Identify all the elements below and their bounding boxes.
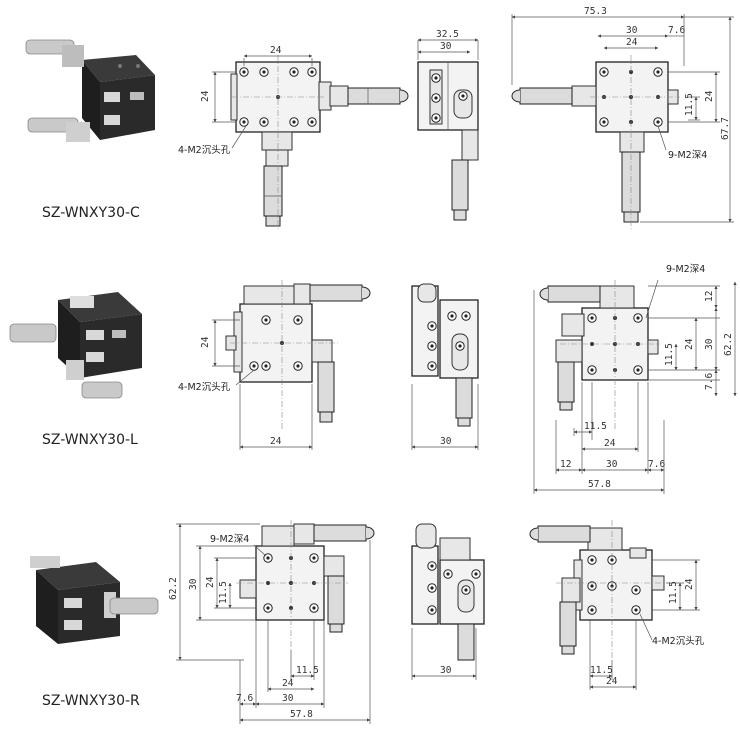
- dim-r-bottom-7-6: 7.6: [236, 693, 253, 704]
- dim-c-left-24: 24: [200, 90, 211, 102]
- model-label-c: SZ-WNXY30-C: [42, 205, 140, 221]
- dim-l-right-11-5: 11.5: [664, 343, 675, 366]
- dim-r-left-24: 24: [205, 576, 216, 588]
- dim-l-bottom-7-6: 7.6: [648, 459, 665, 470]
- dim-l-bottom-12: 12: [560, 459, 571, 470]
- callout-c-tapped: 9-M2深4: [668, 150, 707, 161]
- dim-r-side-30: 30: [440, 665, 452, 676]
- dim-l-right-62-2: 62.2: [723, 333, 734, 356]
- dim-r-bottom-11-5: 11.5: [296, 665, 319, 676]
- dim-r-bottom-24: 24: [282, 678, 294, 689]
- dim-l-right-30: 30: [704, 338, 715, 350]
- dim-l-bottom-24: 24: [270, 436, 282, 447]
- dim-l-bottom-24: 24: [604, 438, 616, 449]
- view-l-side: 30: [411, 283, 479, 450]
- dim-r-right-bottom-24: 24: [606, 676, 618, 687]
- model-label-l: SZ-WNXY30-L: [42, 432, 138, 448]
- dim-group-r-bottom: 24 11.5 4-M2沉头孔 11.5 24: [589, 559, 705, 690]
- dim-c-bottom-24: 24: [626, 37, 638, 48]
- dim-c-side-30: 30: [440, 41, 452, 52]
- dim-group-l-bottom: 9-M2深4 12 30 7.6 24 11.5 62.2 11.5 24: [533, 264, 737, 494]
- dim-group-c-bottom: 75.3 30 7.6 24 24 11.5 67.7 9-M2深4: [511, 6, 734, 223]
- dim-l-bottom-57-8: 57.8: [588, 479, 611, 490]
- dim-c-right-67-7: 67.7: [720, 117, 731, 140]
- dim-r-right-24: 24: [684, 578, 695, 590]
- product-photo-r: [30, 556, 159, 644]
- view-l-bottom: [539, 280, 660, 430]
- view-l-top: [225, 280, 371, 430]
- dim-l-right-7-6: 7.6: [704, 373, 715, 390]
- view-c-top: [230, 55, 409, 230]
- dim-r-left-62-2: 62.2: [168, 577, 179, 600]
- dim-c-right-24: 24: [704, 90, 715, 102]
- dim-r-bottom-57-8: 57.8: [290, 709, 313, 720]
- dim-l-bottom-30: 30: [606, 459, 618, 470]
- view-c-bottom: [511, 55, 680, 230]
- dim-group-l-top: 24 4-M2沉头孔 24: [178, 319, 313, 450]
- dim-c-bottom-75-3: 75.3: [584, 6, 607, 17]
- view-c-side: 32.5 30: [417, 29, 479, 221]
- dim-c-right-11-5: 11.5: [684, 93, 695, 116]
- product-photo-c: [25, 39, 155, 142]
- dim-r-left-11-5: 11.5: [218, 581, 229, 604]
- dim-r-right-11-5: 11.5: [668, 581, 679, 604]
- callout-c-counterbore: 4-M2沉头孔: [178, 144, 231, 156]
- dim-l-side-30: 30: [440, 436, 452, 447]
- dim-c-bottom-30: 30: [626, 25, 638, 36]
- dim-l-right-12: 12: [704, 291, 715, 302]
- dim-l-right-24: 24: [684, 338, 695, 350]
- callout-l-tapped: 9-M2深4: [666, 264, 705, 275]
- callout-r-tapped: 9-M2深4: [210, 534, 249, 545]
- model-label-r: SZ-WNXY30-R: [42, 693, 140, 709]
- dim-r-left-30: 30: [188, 578, 199, 590]
- view-r-top: [236, 520, 375, 650]
- dim-l-bottom-11-5: 11.5: [584, 421, 607, 432]
- dim-r-bottom-30: 30: [282, 693, 294, 704]
- view-r-bottom: [529, 520, 665, 660]
- dim-group-r-top: 9-M2深4 62.2 30 24 11.5 11.5 24: [168, 523, 371, 724]
- view-r-side: 30: [411, 523, 485, 680]
- product-photo-l: [9, 292, 142, 399]
- dim-c-side-32-5: 32.5: [436, 29, 459, 40]
- dim-r-right-bottom-11-5: 11.5: [590, 665, 613, 676]
- dim-group-c-top: 24 24 4-M2沉头孔: [178, 45, 313, 156]
- callout-r-counterbore: 4-M2沉头孔: [652, 635, 705, 647]
- dim-c-top-24: 24: [270, 45, 282, 56]
- dim-c-bottom-7-6: 7.6: [668, 25, 685, 36]
- callout-l-counterbore: 4-M2沉头孔: [178, 381, 231, 393]
- dim-l-left-24: 24: [200, 336, 211, 348]
